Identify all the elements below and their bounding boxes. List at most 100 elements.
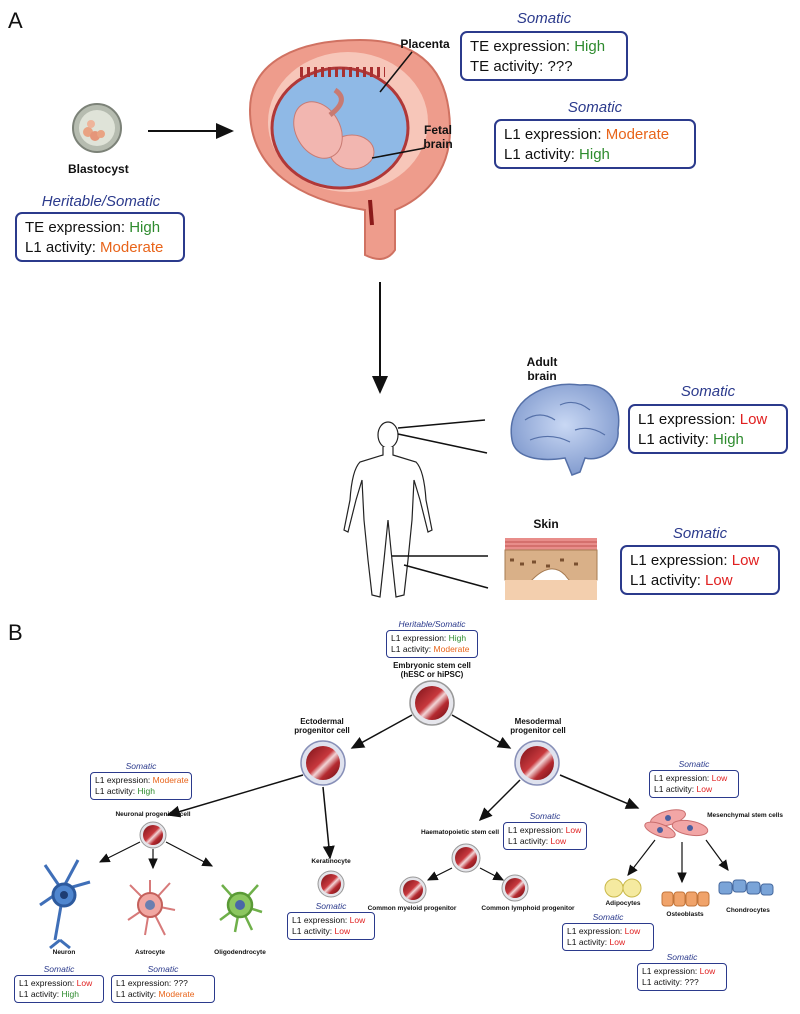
cell-mesoderm <box>514 740 560 786</box>
blastocyst-label: Blastocyst <box>68 162 129 176</box>
fetal-brain-category: Somatic <box>567 99 623 116</box>
box-value: High <box>137 786 156 796</box>
box-label: L1 activity: <box>567 937 610 947</box>
box-label: L1 activity: <box>391 644 434 654</box>
oligodendrocyte-illustration <box>219 884 263 933</box>
arrow-neural-oligo <box>165 841 214 867</box>
box-value: Low <box>624 926 641 936</box>
adipocytes-label: Adipocytes <box>605 900 641 907</box>
hsc-category: Somatic <box>529 811 561 821</box>
arrow-ecto-kerat <box>322 786 335 860</box>
box-value: High <box>61 989 80 999</box>
arrow-ecto-neural <box>166 774 304 818</box>
hsc-info-box: L1 expression: Low L1 activity: Low <box>503 822 587 850</box>
box-value: ??? <box>547 58 573 75</box>
skin-info-box: L1 expression: Low L1 activity: Low <box>620 545 780 595</box>
box-value: High <box>579 146 610 163</box>
box-label: L1 activity: <box>642 977 685 987</box>
cell-lymphoid <box>501 874 529 902</box>
osteoblasts-info-box: L1 expression: Low L1 activity: ??? <box>637 963 727 991</box>
skin-illustration <box>504 538 598 600</box>
hsc-label: Haematopoietic stem cell <box>420 829 500 836</box>
neuron-label: Neuron <box>52 949 76 956</box>
fetal-brain-info-box: L1 expression: Moderate L1 activity: Hig… <box>494 119 696 169</box>
box-label: L1 expression: <box>567 926 625 936</box>
neuronal-progenitor-label: Neuronal progenitor cell <box>115 811 191 818</box>
arrow-msc-chondro <box>705 839 729 871</box>
placenta-info-box: TE expression: High TE activity: ??? <box>460 31 628 81</box>
box-label: L1 expression: <box>116 978 174 988</box>
fetal-brain-label: Fetal brain <box>423 123 453 151</box>
placenta-label: Placenta <box>400 37 450 51</box>
osteoblasts-label: Osteoblasts <box>666 911 704 918</box>
box-label: L1 expression: <box>638 411 740 428</box>
box-value: Low <box>696 784 713 794</box>
msc-info-box: L1 expression: Low L1 activity: Low <box>649 770 739 798</box>
astrocyte-illustration <box>127 880 176 936</box>
esc-label: Embryonic stem cell (hESC or hiPSC) <box>393 661 471 680</box>
box-label: L1 expression: <box>642 966 700 976</box>
box-label: L1 activity: <box>95 786 138 796</box>
box-label: L1 activity: <box>25 239 101 256</box>
neuron-category: Somatic <box>43 964 75 974</box>
lymphoid-label: Common lymphoid progenitor <box>481 905 575 912</box>
cell-neural-progenitor <box>139 821 167 849</box>
box-value: Moderate <box>152 775 189 785</box>
adult-brain-illustration <box>510 383 620 476</box>
skin-label: Skin <box>533 517 559 531</box>
box-value: Low <box>334 926 351 936</box>
placenta-category: Somatic <box>516 10 572 27</box>
box-value: Moderate <box>433 644 470 654</box>
osteoblasts-category: Somatic <box>666 952 698 962</box>
fetal-brain-pointer <box>371 147 426 159</box>
box-value: Moderate <box>158 989 195 999</box>
arrow-meso-hsc <box>478 779 521 822</box>
adult-brain-label: Adult brain <box>526 355 558 383</box>
box-label: L1 activity: <box>292 926 335 936</box>
adult-brain-pointer-2 <box>397 433 488 454</box>
box-label: L1 expression: <box>292 915 350 925</box>
box-label: L1 activity: <box>504 146 580 163</box>
chondrocytes-label: Chondrocytes <box>726 907 770 914</box>
skin-category: Somatic <box>672 525 728 542</box>
arrow-esc-meso <box>451 714 512 749</box>
box-label: L1 expression: <box>630 552 732 569</box>
box-label: L1 activity: <box>116 989 159 999</box>
arrow-neural-neuron <box>98 841 141 863</box>
arrow-hsc-myeloid <box>426 867 453 881</box>
osteoblasts-illustration <box>661 891 710 907</box>
box-value: High <box>713 431 744 448</box>
blastocyst-info-box: TE expression: High L1 activity: Moderat… <box>15 212 185 262</box>
box-value: Low <box>76 978 93 988</box>
ectoderm-info-box: L1 expression: Moderate L1 activity: Hig… <box>90 772 192 800</box>
placenta-pointer <box>379 51 413 93</box>
blastocyst-illustration <box>72 103 122 153</box>
box-value: High <box>574 38 606 55</box>
box-label: L1 expression: <box>654 773 712 783</box>
box-label: TE expression: <box>25 219 130 236</box>
keratinocyte-category: Somatic <box>315 901 347 911</box>
msc-category: Somatic <box>678 759 710 769</box>
box-value: Moderate <box>605 126 670 143</box>
box-value: Low <box>731 552 760 569</box>
astrocyte-category: Somatic <box>147 964 179 974</box>
womb-illustration <box>248 38 452 260</box>
box-value: Moderate <box>100 239 164 256</box>
myeloid-label: Common myeloid progenitor <box>367 905 457 912</box>
box-value: Low <box>711 773 728 783</box>
adipocytes-illustration <box>604 878 642 898</box>
box-value: ??? <box>684 977 699 987</box>
chondrocytes-illustration <box>718 879 774 896</box>
box-value: Low <box>550 836 567 846</box>
ectoderm-category: Somatic <box>125 761 157 771</box>
box-value: Low <box>349 915 366 925</box>
cell-esc <box>409 680 455 726</box>
box-label: L1 activity: <box>508 836 551 846</box>
cell-ectoderm <box>300 740 346 786</box>
cell-myeloid <box>399 876 427 904</box>
adipocytes-category: Somatic <box>592 912 624 922</box>
box-label: L1 activity: <box>654 784 697 794</box>
blastocyst-category: Heritable/Somatic <box>41 193 161 210</box>
